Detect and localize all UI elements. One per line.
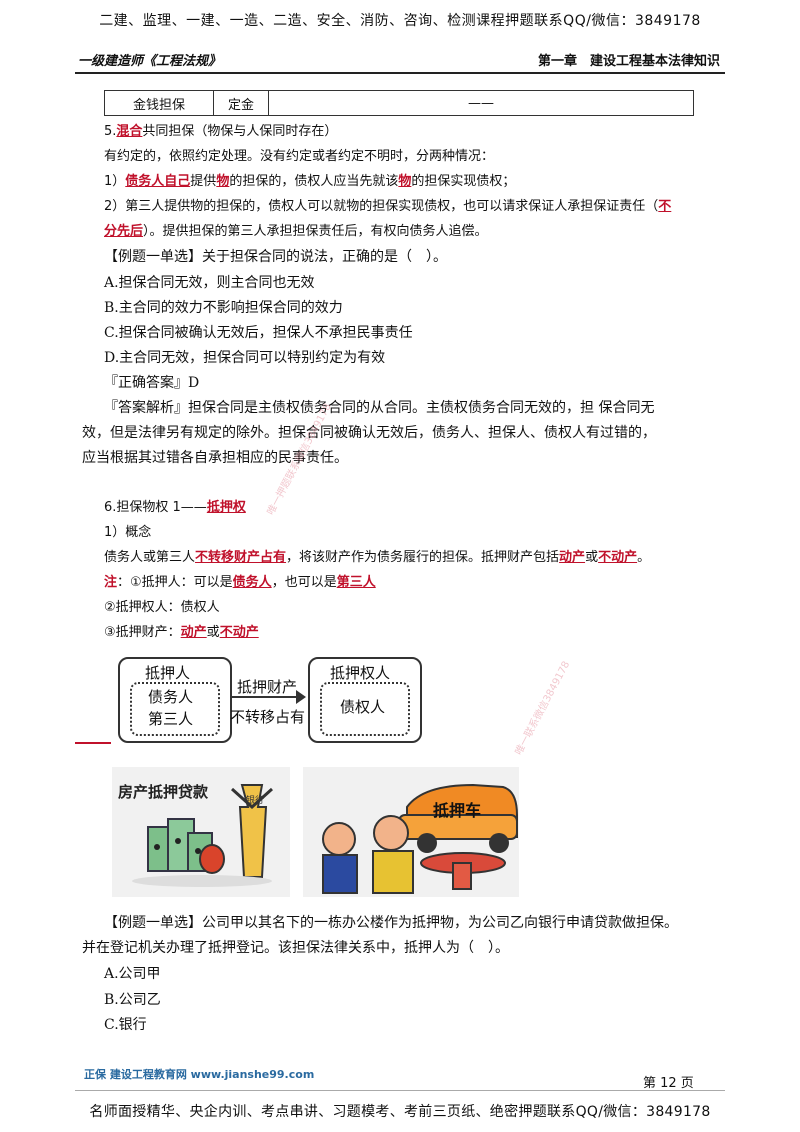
section-5-title: 5.混合共同担保（物保与人保同时存在） [104,124,338,139]
arrow-line [232,696,298,698]
car-mortgage-image [322,783,518,894]
section-6-definition: 债务人或第三人不转移财产占有，将该财产作为债务履行的担保。抵押财产包括动产或不动… [104,550,651,565]
top-banner: 二建、监理、一建、一造、二造、安全、消防、咨询、检测课程押题联系QQ/微信：38… [99,13,701,29]
section-6-note-2: ②抵押权人：债权人 [104,600,220,615]
house-mortgage-image [132,784,274,887]
mortgagor-title: 抵押人 [145,664,191,682]
section-6-note-3: ③抵押财产：动产或不动产 [104,625,259,640]
question-1-answer: 『正确答案』D [104,375,200,391]
section-5-item-1: 1）债务人自己提供物的担保的，债权人应当先就该物的担保实现债权； [104,174,516,189]
question-2-stem: 【例题一单选】公司甲以其名下的一栋办公楼作为抵押物，为公司乙向银行申请贷款做担保… [104,915,678,931]
table-row: 金钱担保 定金 —— [104,90,694,116]
question-2-option-b: B.公司乙 [104,992,161,1008]
bank-sign-label: 银行 [246,796,265,806]
arrow-head-icon [296,690,306,704]
mortgagor-option: 债务人 [148,688,194,706]
question-2-option-c: C.银行 [104,1017,147,1033]
question-1-analysis-line: 『答案解析』担保合同是主债权债务合同的从合同。主债权债务合同无效的，担 保合同无 [104,400,655,416]
section-6-note-1: 注：①抵押人：可以是债务人，也可以是第三人 [104,575,376,590]
section-6-subtitle: 1）概念 [104,525,152,540]
section-5-text: 有约定的，依照约定处理。没有约定或者约定不明时，分两种情况： [104,149,495,164]
mortgagor-options-box [130,682,220,736]
question-1-option-c: C.担保合同被确认无效后，担保人不承担民事责任 [104,325,413,341]
watermark: 唯一联系微信3849178 [513,659,573,758]
question-1-analysis-line: 效，但是法律另有规定的除外。担保合同被确认无效后，债务人、担保人、债权人有过错的… [82,425,656,441]
car-mortgage-illustration: 抵押车 [303,767,519,897]
mortgagor-option: 第三人 [148,710,194,728]
arrow-label-top: 抵押财产 [237,678,298,696]
section-6-title: 6.担保物权 1——抵押权 [104,500,246,515]
mortgagee-title: 抵押权人 [330,664,391,682]
guarantee-table: 金钱担保 定金 —— [104,90,694,116]
question-1-option-b: B.主合同的效力不影响担保合同的效力 [104,300,343,316]
question-1-option-a: A.担保合同无效，则主合同也无效 [104,275,315,291]
page-number: 第 12 页 [643,1076,694,1091]
table-cell: —— [268,90,694,116]
question-1-option-d: D.主合同无效，担保合同可以特别约定为有效 [104,350,386,366]
mortgagee-option-box [320,682,410,736]
header-book-title: 一级建造师《工程法规》 [78,54,222,69]
question-1-stem: 【例题一单选】关于担保合同的说法，正确的是（ ）。 [104,249,447,265]
illustration-caption: 房产抵押贷款 [118,783,209,801]
header-chapter-title: 第一章 建设工程基本法律知识 [537,54,720,69]
question-1-analysis-line: 应当根据其过错各自承担相应的民事责任。 [82,450,348,466]
footer-logo: 正保 建设工程教育网 www.jianshe99.com [84,1068,315,1081]
header-divider [75,72,725,74]
question-2-stem-cont: 并在登记机关办理了抵押登记。该担保法律关系中，抵押人为（ ）。 [82,940,509,956]
section-5-item-2-cont: 分先后）。提供担保的第三人承担担保责任后，有权向债务人追偿。 [104,224,488,239]
question-2-option-a: A.公司甲 [104,966,161,982]
arrow-label-bottom: 不转移占有 [230,708,306,726]
house-mortgage-illustration: 房产抵押贷款 银行 [112,767,290,897]
mortgagee-option: 债权人 [340,698,386,716]
red-accent-line [75,742,111,744]
bottom-banner: 名师面授精华、央企内训、考点串讲、习题模考、考前三页纸、绝密押题联系QQ/微信：… [89,1104,711,1120]
section-5-item-2: 2）第三人提供物的担保的，债权人可以就物的担保实现债权，也可以请求保证人承担保证… [104,199,672,214]
car-sign-label: 抵押车 [433,801,482,820]
footer-divider [75,1090,725,1091]
table-cell: 定金 [213,90,269,116]
table-cell: 金钱担保 [104,90,214,116]
